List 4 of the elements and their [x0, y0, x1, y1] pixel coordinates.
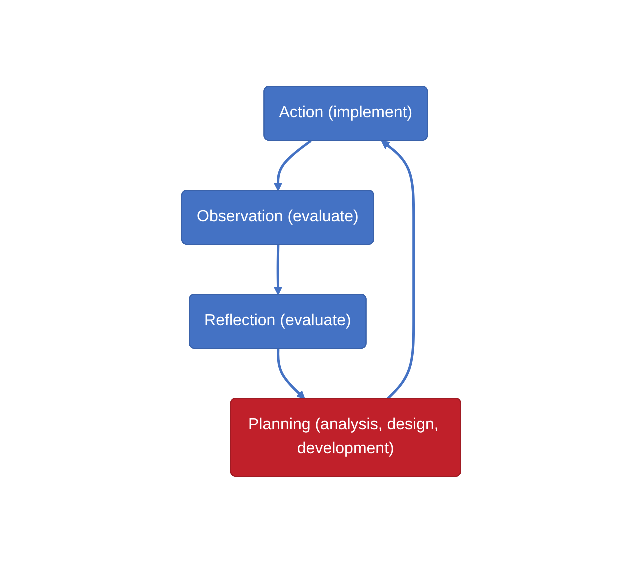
arrow [274, 244, 283, 296]
arrow [381, 140, 416, 400]
arrow [274, 140, 312, 192]
arrow [277, 348, 306, 400]
